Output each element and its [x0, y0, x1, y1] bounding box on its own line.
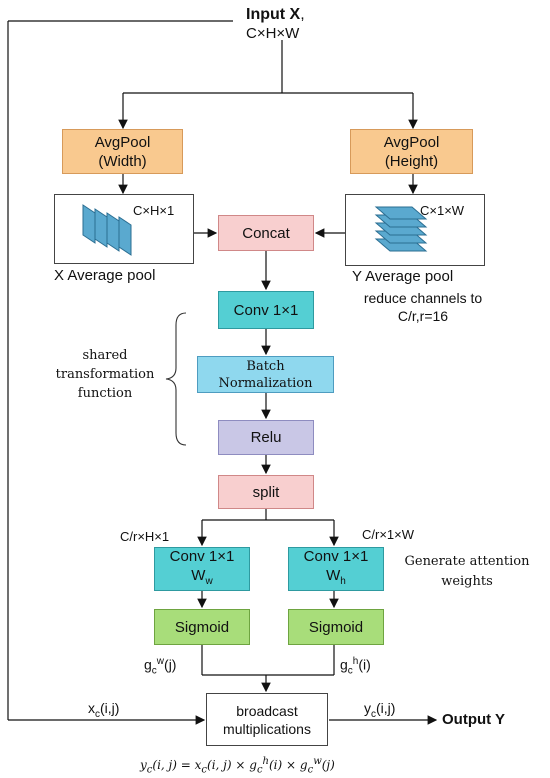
relu-label: Relu	[250, 429, 282, 446]
conv-right-label: Conv 1×1	[303, 548, 369, 565]
broadcast-line1: broadcast	[236, 702, 298, 719]
split-label: split	[252, 483, 280, 501]
input-title: Input X,	[246, 6, 305, 23]
x-pool-box: C×H×1	[54, 194, 194, 264]
sigmoid-right-box: Sigmoid	[288, 609, 384, 645]
conv-right-box: Conv 1×1 Wh	[288, 547, 384, 591]
avgpool-height-line1: AvgPool	[383, 133, 440, 151]
x-pool-caption: X Average pool	[54, 267, 156, 284]
y-pool-caption: Y Average pool	[352, 268, 454, 285]
reduce-channels-line2: C/r,r=16	[397, 308, 449, 324]
sigmoid-right-label: Sigmoid	[308, 618, 364, 636]
avgpool-height-box: AvgPool (Height)	[350, 129, 473, 174]
x-pool-blocks-icon	[82, 204, 132, 256]
reduce-channels-line1: reduce channels to	[363, 290, 483, 306]
concat-box: Concat	[218, 215, 314, 251]
sigmoid-left-label: Sigmoid	[174, 618, 230, 636]
batchnorm-line1: Batch	[246, 358, 285, 374]
broadcast-box: broadcast multiplications	[206, 693, 328, 746]
sigmoid-left-box: Sigmoid	[154, 609, 250, 645]
yc-label: yc(i,j)	[364, 700, 396, 720]
attention-weights-note: Generate attention weights	[392, 552, 542, 592]
x-pool-dims: C×H×1	[133, 203, 175, 218]
input-dims: C×H×W	[246, 25, 300, 42]
avgpool-width-line1: AvgPool	[94, 133, 151, 151]
conv-right-weight: Wh	[326, 567, 346, 587]
reduce-channels-note: reduce channels to C/r,r=16	[348, 289, 498, 325]
conv-1x1-box: Conv 1×1	[218, 291, 314, 329]
conv-left-box: Conv 1×1 Ww	[154, 547, 250, 591]
avgpool-width-box: AvgPool (Width)	[62, 129, 183, 174]
attention-line2: weights	[441, 574, 493, 589]
xc-label: xc(i,j)	[88, 700, 120, 720]
conv-left-label: Conv 1×1	[169, 548, 235, 565]
split-box: split	[218, 475, 314, 509]
shared-brace	[165, 312, 187, 446]
shared-line2: transformation	[55, 367, 155, 382]
conv-1x1-label: Conv 1×1	[233, 301, 299, 319]
g-h-label: gch(i)	[340, 656, 371, 677]
shared-line1: shared	[82, 348, 128, 363]
attention-line1: Generate attention	[404, 554, 530, 569]
y-pool-blocks-icon	[374, 206, 428, 252]
y-pool-dims: C×1×W	[420, 203, 465, 218]
relu-box: Relu	[218, 420, 314, 455]
g-w-label: gcw(j)	[144, 656, 177, 677]
avgpool-height-line2: (Height)	[384, 152, 439, 170]
avgpool-width-line2: (Width)	[98, 152, 147, 170]
batchnorm-line2: Normalization	[218, 375, 313, 391]
shared-transformation-label: shared transformation function	[50, 346, 160, 403]
branch-left-dims: C/r×H×1	[120, 529, 170, 544]
y-pool-box: C×1×W	[345, 194, 485, 266]
shared-line3: function	[77, 386, 133, 401]
branch-right-dims: C/r×1×W	[362, 527, 415, 542]
concat-label: Concat	[242, 224, 290, 242]
conv-left-weight: Ww	[191, 567, 213, 587]
broadcast-line2: multiplications	[223, 720, 311, 737]
formula: yc(i, j) = xc(i, j) × gch(i) × gcw(j)	[140, 756, 335, 776]
batch-normalization-box: Batch Normalization	[197, 356, 334, 393]
output-label: Output Y	[442, 711, 506, 728]
